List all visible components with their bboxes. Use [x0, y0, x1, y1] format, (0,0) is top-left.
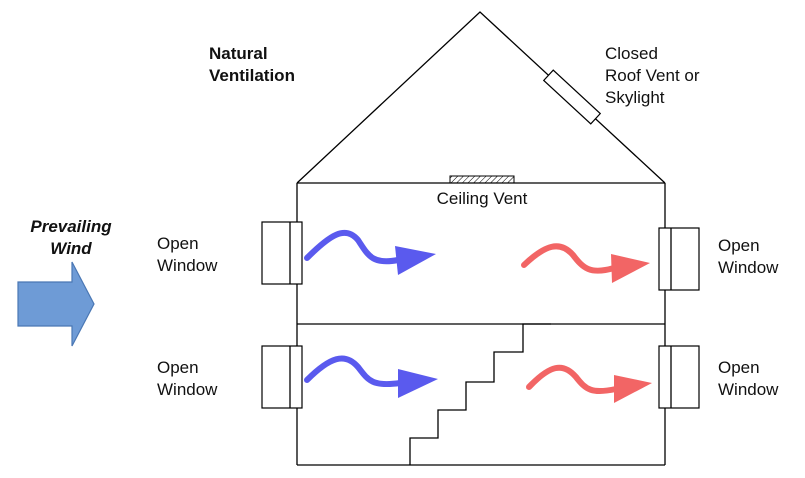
upper-right-window-label-line2: Window [718, 258, 779, 277]
lower-left-window [261, 345, 303, 409]
lower-warm-airflow-arrow [526, 364, 652, 403]
upper-left-window-label-line2: Window [157, 256, 218, 275]
wind-label-line1: Prevailing [30, 217, 112, 236]
lower-left-window-label-line2: Window [157, 380, 218, 399]
roof-vent-label-line1: Closed [605, 44, 658, 63]
roof-vent-label-line2: Roof Vent or [605, 66, 700, 85]
wind-label-line2: Wind [50, 239, 92, 258]
upper-warm-airflow-arrow [521, 243, 650, 283]
upper-cool-airflow-arrow [304, 229, 436, 275]
lower-cool-airflow-arrow [304, 355, 438, 398]
lower-right-window [658, 345, 700, 409]
lower-right-window-label-line2: Window [718, 380, 779, 399]
upper-left-window [261, 221, 303, 285]
upper-right-window [658, 227, 700, 291]
lower-left-window-label-line1: Open [157, 358, 199, 377]
title-line2: Ventilation [209, 66, 295, 85]
ceiling-vent [449, 175, 515, 184]
roof [296, 11, 666, 184]
upper-right-window-label-line1: Open [718, 236, 760, 255]
ceiling-vent-label: Ceiling Vent [437, 189, 528, 208]
roof-vent [542, 69, 602, 125]
staircase [409, 323, 551, 465]
lower-right-window-label-line1: Open [718, 358, 760, 377]
upper-left-window-label-line1: Open [157, 234, 199, 253]
roof-vent-label-line3: Skylight [605, 88, 665, 107]
title-line1: Natural [209, 44, 268, 63]
wind-arrow-icon [17, 261, 95, 347]
